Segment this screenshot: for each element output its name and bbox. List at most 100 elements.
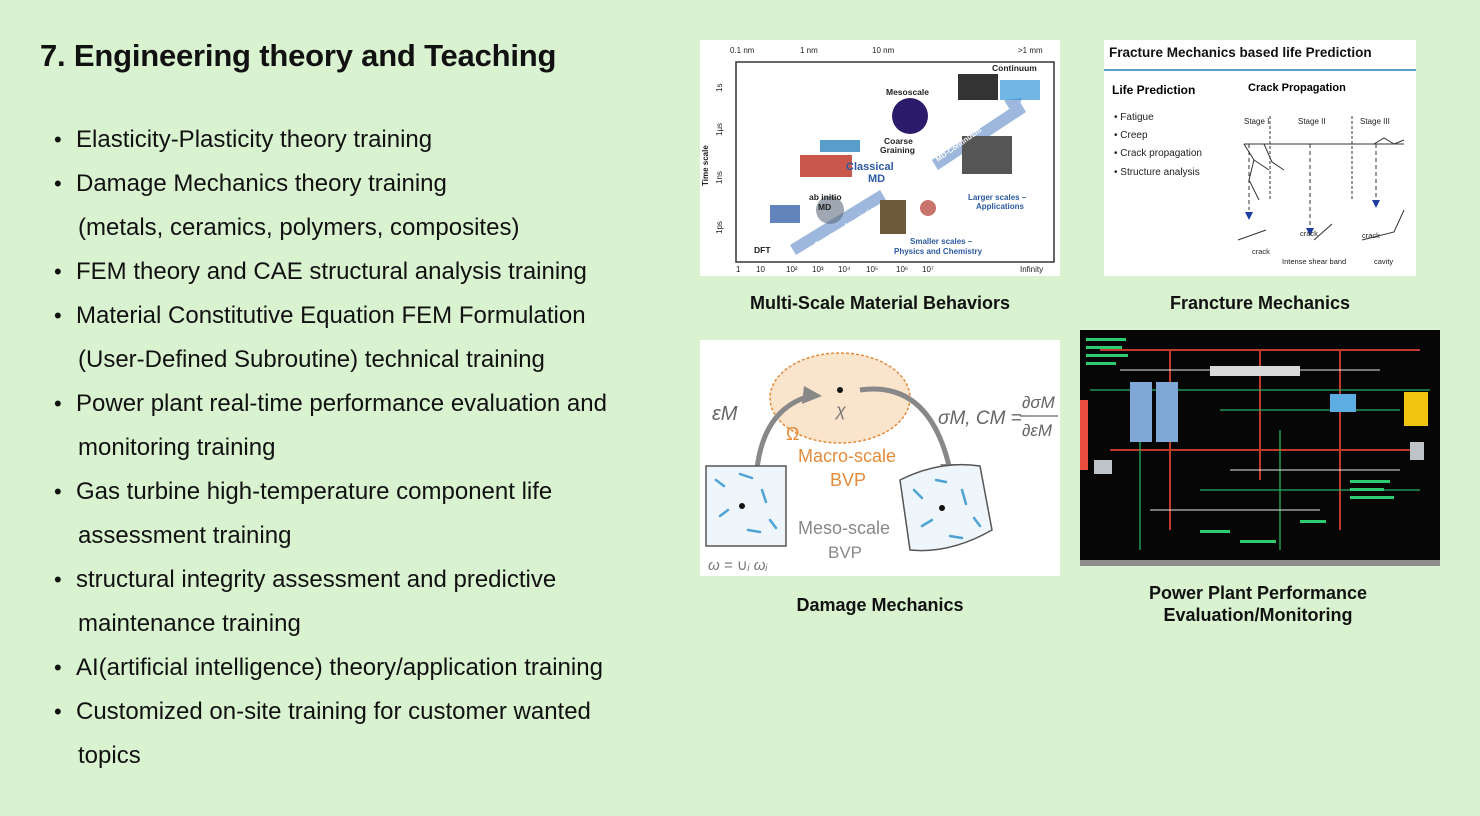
powerplant-caption-line-1: Power Plant Performance xyxy=(1148,583,1368,603)
bullet-item: • Power plant real-time performance evalu… xyxy=(42,382,682,426)
bullet-text: monitoring training xyxy=(78,434,276,461)
bottom-tick-8: Infinity xyxy=(1020,265,1043,274)
bullet-text: topics xyxy=(78,742,141,769)
bullet-text: Material Constitutive Equation FEM Formu… xyxy=(76,302,586,329)
bullet-item-continuation: monitoring training xyxy=(42,426,682,470)
powerplant-caption: Power Plant Performance Evaluation/Monit… xyxy=(1080,582,1436,626)
bullet-dot-icon: • xyxy=(54,479,62,504)
sigma-label: σM, CM = xyxy=(938,408,1022,429)
frac-bottom: ∂εM xyxy=(1022,421,1053,440)
bullet-text: Damage Mechanics theory training xyxy=(76,170,447,197)
bottom-tick-0: 1 xyxy=(736,265,741,274)
top-tick-2: 10 nm xyxy=(872,46,895,55)
label-continuum: Continuum xyxy=(992,63,1037,73)
bullet-dot-icon: • xyxy=(54,699,62,724)
bottom-label-3: Intense shear band xyxy=(1282,257,1346,266)
bullet-dot-icon: • xyxy=(54,655,62,680)
bullet-item-continuation: (User-Defined Subroutine) technical trai… xyxy=(42,338,682,382)
bullet-text: Elasticity-Plasticity theory training xyxy=(76,126,433,153)
bullet-text: (User-Defined Subroutine) technical trai… xyxy=(78,346,545,373)
label-graining: Graining xyxy=(880,145,915,155)
bullet-dot-icon: • xyxy=(54,259,62,284)
bottom-label-1: crack xyxy=(1300,229,1318,238)
epsilon-label: εM xyxy=(712,403,738,425)
bottom-tick-1: 10 xyxy=(756,265,765,274)
label-classical: Classical xyxy=(846,161,894,173)
multiscale-figure: 0.1 nm 1 nm 10 nm >1 mm 1 10 10² 10³ 10⁴… xyxy=(700,40,1060,276)
bottom-tick-2: 10² xyxy=(786,265,798,274)
top-tick-0: 0.1 nm xyxy=(730,46,755,55)
label-smaller-1: Smaller scales – xyxy=(910,237,973,246)
multiscale-caption: Multi-Scale Material Behaviors xyxy=(749,293,1011,313)
bottom-label-2: crack xyxy=(1362,231,1380,240)
bottom-label-0: crack xyxy=(1252,247,1270,256)
damage-caption: Damage Mechanics xyxy=(796,595,964,615)
bullet-item-continuation: assessment training xyxy=(42,514,682,558)
bullet-item-continuation: maintenance training xyxy=(42,602,682,646)
y-axis-label: Time scale xyxy=(701,145,710,186)
bullet-item: •Gas turbine high-temperature component … xyxy=(42,470,682,514)
fracture-item-1: • Creep xyxy=(1114,130,1148,141)
bullet-item-continuation: topics xyxy=(42,734,682,778)
bullet-text: assessment training xyxy=(78,522,292,549)
fracture-figure: Fracture Mechanics based life Prediction… xyxy=(1104,40,1416,276)
bottom-tick-4: 10⁴ xyxy=(838,265,851,274)
life-prediction-title: Life Prediction xyxy=(1112,83,1195,97)
label-ab-initio: ab initio xyxy=(809,192,842,202)
bullet-text: maintenance training xyxy=(78,610,301,637)
meso-label-1: Meso-scale xyxy=(798,518,890,538)
fracture-item-3: • Structure analysis xyxy=(1114,167,1200,178)
top-tick-3: >1 mm xyxy=(1018,46,1043,55)
bullet-text: Power plant real-time performance evalua… xyxy=(76,390,607,417)
powerplant-figure xyxy=(1080,330,1440,566)
left-tick-0: 1s xyxy=(715,84,724,92)
left-tick-2: 1ns xyxy=(715,171,724,184)
bullet-dot-icon: • xyxy=(54,127,62,152)
bullet-item: • Material Constitutive Equation FEM Form… xyxy=(42,294,682,338)
bullet-text: AI(artificial intelligence) theory/appli… xyxy=(76,654,603,681)
bottom-tick-5: 10⁵ xyxy=(866,265,878,274)
stage-3: Stage III xyxy=(1360,117,1390,126)
label-ab-md: MD xyxy=(818,202,831,212)
bullet-text: Customized on-site training for customer… xyxy=(76,698,591,725)
bullet-item-continuation: (metals, ceramics, polymers, composites) xyxy=(42,206,682,250)
left-tick-1: 1μs xyxy=(715,123,724,136)
powerplant-schematic xyxy=(1080,330,1440,566)
fracture-caption: Francture Mechanics xyxy=(1169,293,1351,313)
label-coarse: Coarse xyxy=(884,136,913,146)
bullet-text: structural integrity assessment and pred… xyxy=(76,566,557,593)
bullet-dot-icon: • xyxy=(54,391,62,416)
top-tick-1: 1 nm xyxy=(800,46,818,55)
stage-1: Stage I xyxy=(1244,117,1269,126)
left-tick-3: 1ps xyxy=(715,221,724,234)
bullet-item: • Customized on-site training for custome… xyxy=(42,690,682,734)
omega-label: Ω xyxy=(786,424,799,444)
powerplant-caption-line-2: Evaluation/Monitoring xyxy=(1163,605,1353,625)
stage-2: Stage II xyxy=(1298,117,1326,126)
omega-formula: ω = ∪ᵢ ωᵢ xyxy=(708,557,768,574)
damage-figure: χ εM Ω σM, CM = ∂σM ∂εM Macro-scale BVP … xyxy=(700,340,1060,576)
bottom-tick-3: 10³ xyxy=(812,265,824,274)
bullet-item: •FEM theory and CAE structural analysis … xyxy=(42,250,682,294)
bottom-tick-6: 10⁶ xyxy=(896,265,908,274)
frac-top: ∂σM xyxy=(1022,393,1056,412)
chi-symbol: χ xyxy=(834,400,847,420)
macro-label-1: Macro-scale xyxy=(798,446,896,466)
fracture-item-2: • Crack propagation xyxy=(1114,148,1202,159)
bullet-dot-icon: • xyxy=(54,171,62,196)
bullet-text: (metals, ceramics, polymers, composites) xyxy=(78,214,520,241)
label-larger-2: Applications xyxy=(976,202,1025,211)
meso-label-2: BVP xyxy=(828,543,862,562)
page-title: 7. Engineering theory and Teaching xyxy=(40,38,557,73)
bullet-dot-icon: • xyxy=(54,567,62,592)
label-larger-1: Larger scales – xyxy=(968,193,1027,202)
bottom-label-4: cavity xyxy=(1374,257,1393,266)
bottom-tick-7: 10⁷ xyxy=(922,265,934,274)
fracture-header: Fracture Mechanics based life Prediction xyxy=(1109,45,1372,60)
bullet-dot-icon: • xyxy=(54,303,62,328)
bullet-item: • structural integrity assessment and pre… xyxy=(42,558,682,602)
crack-propagation-title: Crack Propagation xyxy=(1248,82,1346,94)
fracture-item-0: • Fatigue xyxy=(1114,112,1154,123)
bullet-item: • AI(artificial intelligence) theory/appl… xyxy=(42,646,682,690)
macro-label-2: BVP xyxy=(830,470,866,490)
